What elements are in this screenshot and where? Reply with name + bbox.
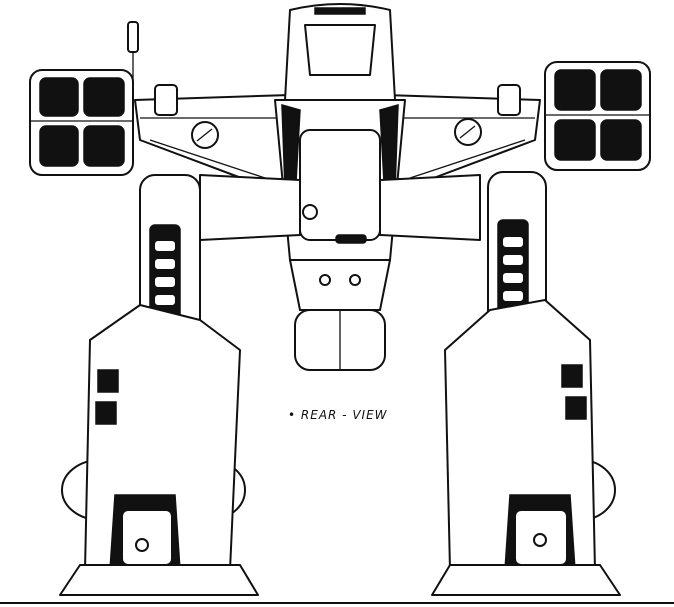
- left-missile-pod: [29, 69, 134, 176]
- left-wing-arm: [127, 21, 296, 186]
- left-upper-leg: [139, 174, 201, 346]
- right-hip-joint: [379, 174, 481, 241]
- rear-view-caption: • REAR - VIEW: [288, 408, 388, 422]
- torso: [274, 3, 406, 371]
- left-lower-leg: [59, 304, 259, 596]
- left-hip-joint: [199, 174, 301, 241]
- right-wing-arm: [379, 84, 541, 186]
- right-lower-leg: [431, 299, 621, 596]
- right-upper-leg: [487, 171, 547, 343]
- right-missile-pod: [544, 61, 651, 171]
